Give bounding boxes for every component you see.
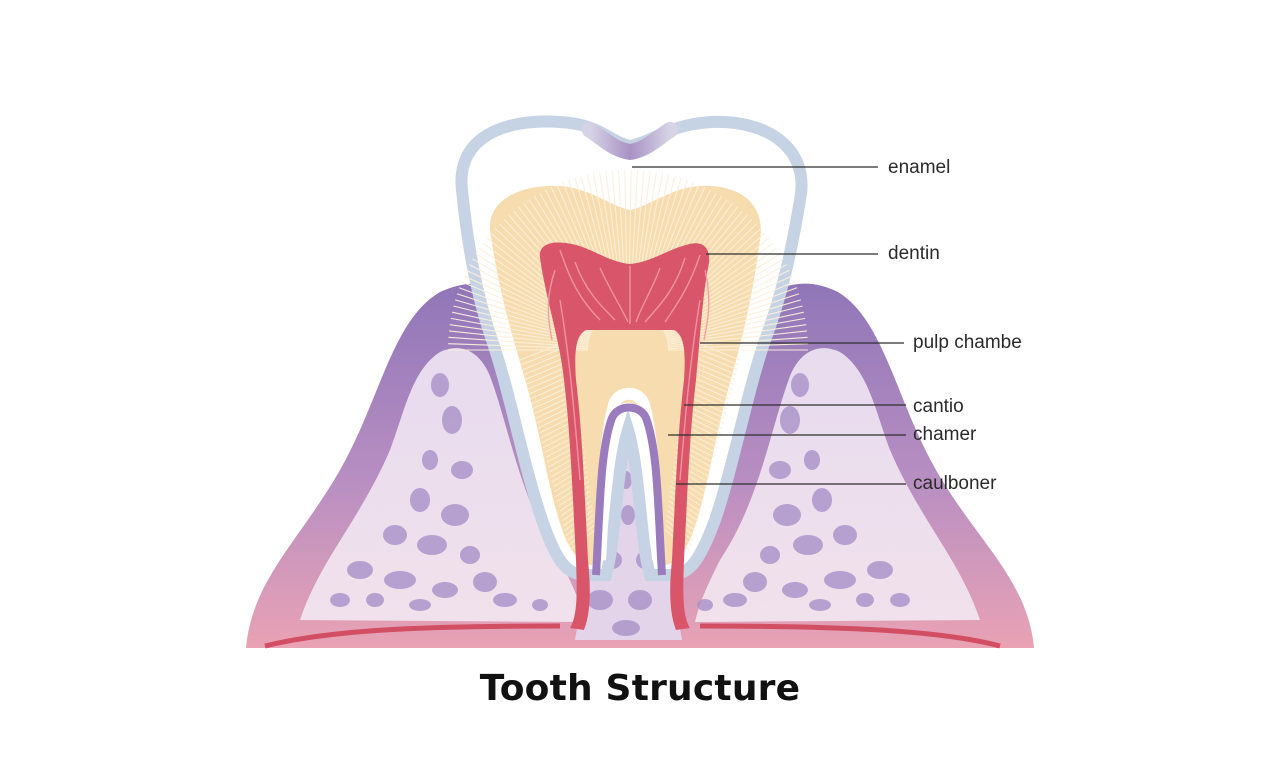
bone-spot (532, 599, 548, 611)
bone-spot (473, 572, 497, 592)
bone-spot (409, 599, 431, 611)
label-enamel: enamel (888, 157, 950, 178)
bone-spot (791, 373, 809, 397)
bone-spot (366, 593, 384, 607)
bone-spot (410, 488, 430, 512)
bone-spot (431, 373, 449, 397)
label-chamer: chamer (913, 424, 977, 445)
bone-spot (833, 525, 857, 545)
bone-left (300, 348, 585, 622)
bone-spot (384, 571, 416, 589)
bone-spot (460, 546, 480, 564)
bone-spot (760, 546, 780, 564)
label-caulboner: caulboner (913, 473, 997, 494)
bone-spot (743, 572, 767, 592)
bone-spot (867, 561, 893, 579)
periodontal-inner (592, 403, 666, 576)
bone-spot (442, 406, 462, 434)
bone-spot (628, 590, 652, 610)
bone-spot (587, 590, 613, 610)
bone-spot (493, 593, 517, 607)
bone-spot (451, 461, 473, 479)
bone-spot (782, 582, 808, 598)
bone-spot (812, 488, 832, 512)
bone-spot (441, 504, 469, 526)
bone-spot (773, 504, 801, 526)
bone-spot (804, 450, 820, 470)
pulp-chamber (539, 242, 710, 630)
bone-spot (793, 535, 823, 555)
bone-spot (417, 535, 447, 555)
bone-spot (769, 461, 791, 479)
label-pulp-chamber: pulp chambe (913, 332, 1022, 353)
bone-spot (890, 593, 910, 607)
bone-spot (809, 599, 831, 611)
bone-spot (422, 450, 438, 470)
bone-spot (612, 620, 640, 636)
bone-spot (432, 582, 458, 598)
bone-spot (780, 406, 800, 434)
bone-spot (824, 571, 856, 589)
label-dentin: dentin (888, 243, 940, 264)
bone-spot (697, 599, 713, 611)
diagram-title: Tooth Structure (479, 668, 801, 709)
cusp-groove (582, 122, 678, 161)
bone-spot (330, 593, 350, 607)
bone-center (575, 425, 682, 640)
bone-spot (856, 593, 874, 607)
bone-trabeculae (330, 373, 910, 636)
bone-spot (723, 593, 747, 607)
label-cantio: cantio (913, 396, 964, 417)
pulp-nerves (547, 249, 710, 481)
bone-spot (383, 525, 407, 545)
bone-spot (621, 505, 635, 525)
gum-base-line (264, 623, 1001, 649)
bone-spot (347, 561, 373, 579)
